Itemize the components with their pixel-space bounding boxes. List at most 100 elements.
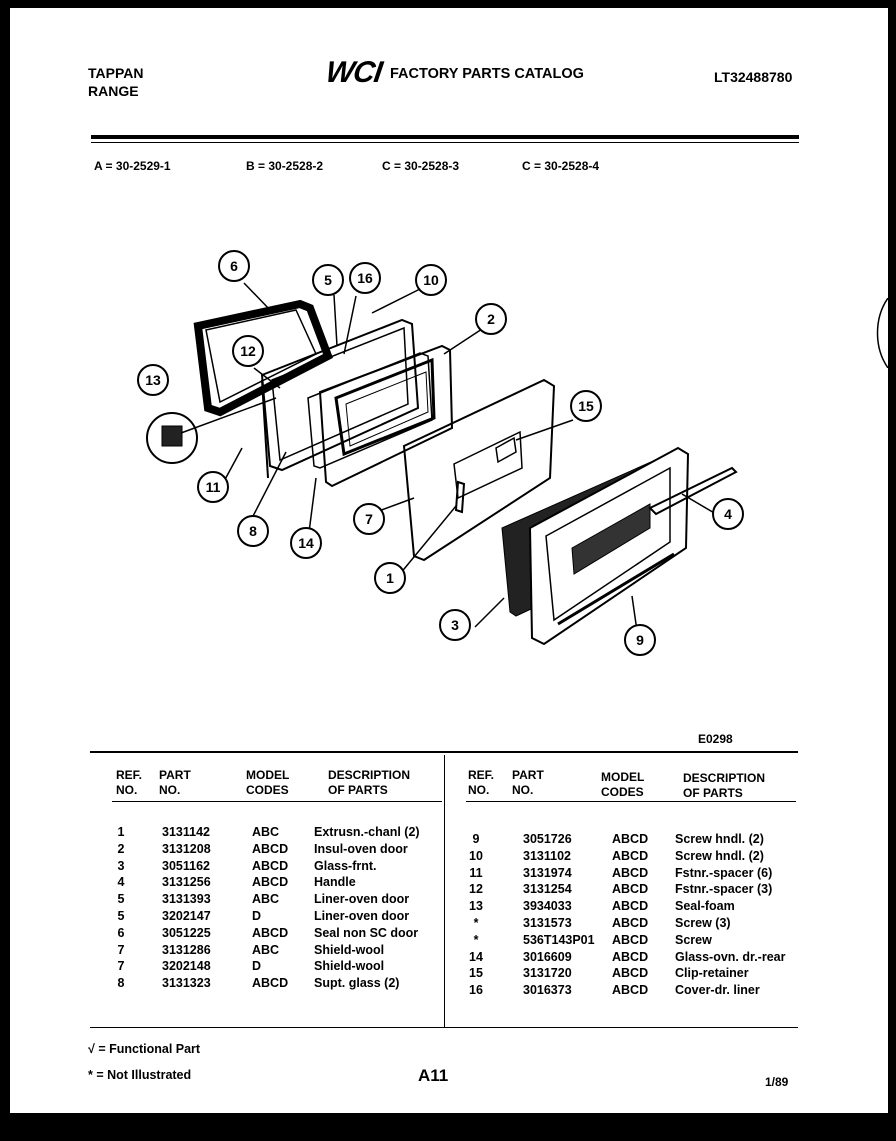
row-part: 3202148 <box>162 959 211 974</box>
liner-drawing <box>260 318 420 472</box>
row-codes: ABCD <box>612 983 649 998</box>
row-ref: 6 <box>117 925 125 940</box>
row-part: 3202147 <box>162 909 211 923</box>
row-codes: ABCD <box>612 966 649 981</box>
callout-13: 13 <box>145 372 161 388</box>
row-desc: Shield-wool <box>314 942 385 957</box>
not-illustrated-note: * = Not Illustrated <box>88 1068 192 1082</box>
row-codes: ABCD <box>252 925 289 940</box>
brand-name: TAPPAN <box>88 65 144 81</box>
row-ref: 14 <box>469 949 483 964</box>
row-desc: Extrusn.-chanl (2) <box>314 825 420 839</box>
page-number: A11 <box>418 1066 449 1085</box>
row-ref: 5 <box>117 909 125 923</box>
row-codes: ABCD <box>612 932 649 947</box>
model-d: C = 30-2528-4 <box>522 159 600 173</box>
exploded-parts-diagram: 6 5 16 10 2 12 13 15 11 7 4 8 14 1 3 9 <box>137 250 744 656</box>
row-desc: Fstnr.-spacer (3) <box>675 882 773 897</box>
row-codes: ABCD <box>252 841 289 856</box>
row-desc: Liner-oven door <box>314 892 410 907</box>
row-part: 3131286 <box>162 942 211 957</box>
callout-9: 9 <box>636 632 644 648</box>
table-divider <box>444 755 445 1027</box>
callout-16: 16 <box>357 270 373 286</box>
row-codes: ABCD <box>612 949 649 964</box>
callout-10: 10 <box>423 272 439 288</box>
table-bottom-rule <box>90 1027 798 1028</box>
row-desc: Screw <box>675 932 712 947</box>
row-ref: 9 <box>472 832 480 846</box>
foam-seal-detail-circle <box>146 412 198 464</box>
row-codes: ABCD <box>252 976 289 991</box>
catalog-number: LT32488780 <box>714 69 793 85</box>
row-part: 3131102 <box>523 848 571 863</box>
row-part: 3934033 <box>523 899 572 914</box>
callout-5: 5 <box>324 272 332 288</box>
row-codes: ABC <box>252 942 280 957</box>
row-desc: Cover-dr. liner <box>675 983 760 998</box>
callout-2: 2 <box>487 311 495 327</box>
product-type: RANGE <box>88 83 139 99</box>
row-part: 3131573 <box>523 916 572 930</box>
callout-6: 6 <box>230 258 238 274</box>
row-part: 3131974 <box>523 865 572 880</box>
model-c: C = 30-2528-3 <box>382 159 460 173</box>
row-ref: * <box>473 916 479 930</box>
right-header-ref: REF.NO. <box>468 768 495 797</box>
row-part: 3051726 <box>523 832 572 846</box>
row-ref: 11 <box>469 865 483 880</box>
callout-3: 3 <box>451 617 459 633</box>
row-part: 3016609 <box>523 949 572 964</box>
row-codes: ABCD <box>612 882 649 897</box>
callout-11: 11 <box>206 479 221 495</box>
row-desc: Screw (3) <box>675 916 731 930</box>
row-part: 3131208 <box>162 841 211 856</box>
row-part: 3051162 <box>162 858 210 873</box>
row-ref: 8 <box>117 976 125 991</box>
callout-14: 14 <box>298 535 314 551</box>
row-desc: Supt. glass (2) <box>314 976 400 991</box>
row-codes: ABC <box>252 825 280 839</box>
diagram-code: E0298 <box>698 732 733 746</box>
row-codes: ABCD <box>612 848 649 863</box>
functional-part-note: √ = Functional Part <box>88 1042 201 1056</box>
callout-7: 7 <box>365 511 373 527</box>
header-rule <box>91 135 799 139</box>
row-ref: 16 <box>469 983 483 998</box>
row-ref: 15 <box>469 966 483 981</box>
row-codes: D <box>252 909 262 923</box>
row-ref: 3 <box>117 858 125 873</box>
row-part: 3131256 <box>162 875 211 890</box>
callout-8: 8 <box>249 523 257 539</box>
row-codes: ABCD <box>612 865 649 880</box>
row-part: 3131720 <box>523 966 572 981</box>
page-edge-notch <box>876 298 888 368</box>
row-desc: Seal-foam <box>675 899 735 914</box>
catalog-title: FACTORY PARTS CATALOG <box>390 66 584 82</box>
header-rule-thin <box>91 142 799 143</box>
left-header-rule <box>112 801 442 802</box>
revision-date: 1/89 <box>765 1075 789 1089</box>
row-part: 3016373 <box>523 983 572 998</box>
row-desc: Handle <box>314 875 356 890</box>
row-codes: ABCD <box>252 875 289 890</box>
row-ref: 7 <box>117 959 125 974</box>
row-desc: Seal non SC door <box>314 925 419 940</box>
row-ref: 2 <box>117 841 125 856</box>
row-part: 3131393 <box>162 892 211 907</box>
row-desc: Glass-frnt. <box>314 858 377 873</box>
row-codes: ABCD <box>612 916 649 930</box>
right-header-rule <box>466 801 796 802</box>
row-desc: Screw hndl. (2) <box>675 832 764 846</box>
row-part: 3131142 <box>162 825 210 839</box>
row-ref: 7 <box>117 942 125 957</box>
row-ref: 1 <box>117 825 125 839</box>
row-desc: Screw hndl. (2) <box>675 848 764 863</box>
callout-15: 15 <box>578 398 594 414</box>
row-part: 3131323 <box>162 976 211 991</box>
